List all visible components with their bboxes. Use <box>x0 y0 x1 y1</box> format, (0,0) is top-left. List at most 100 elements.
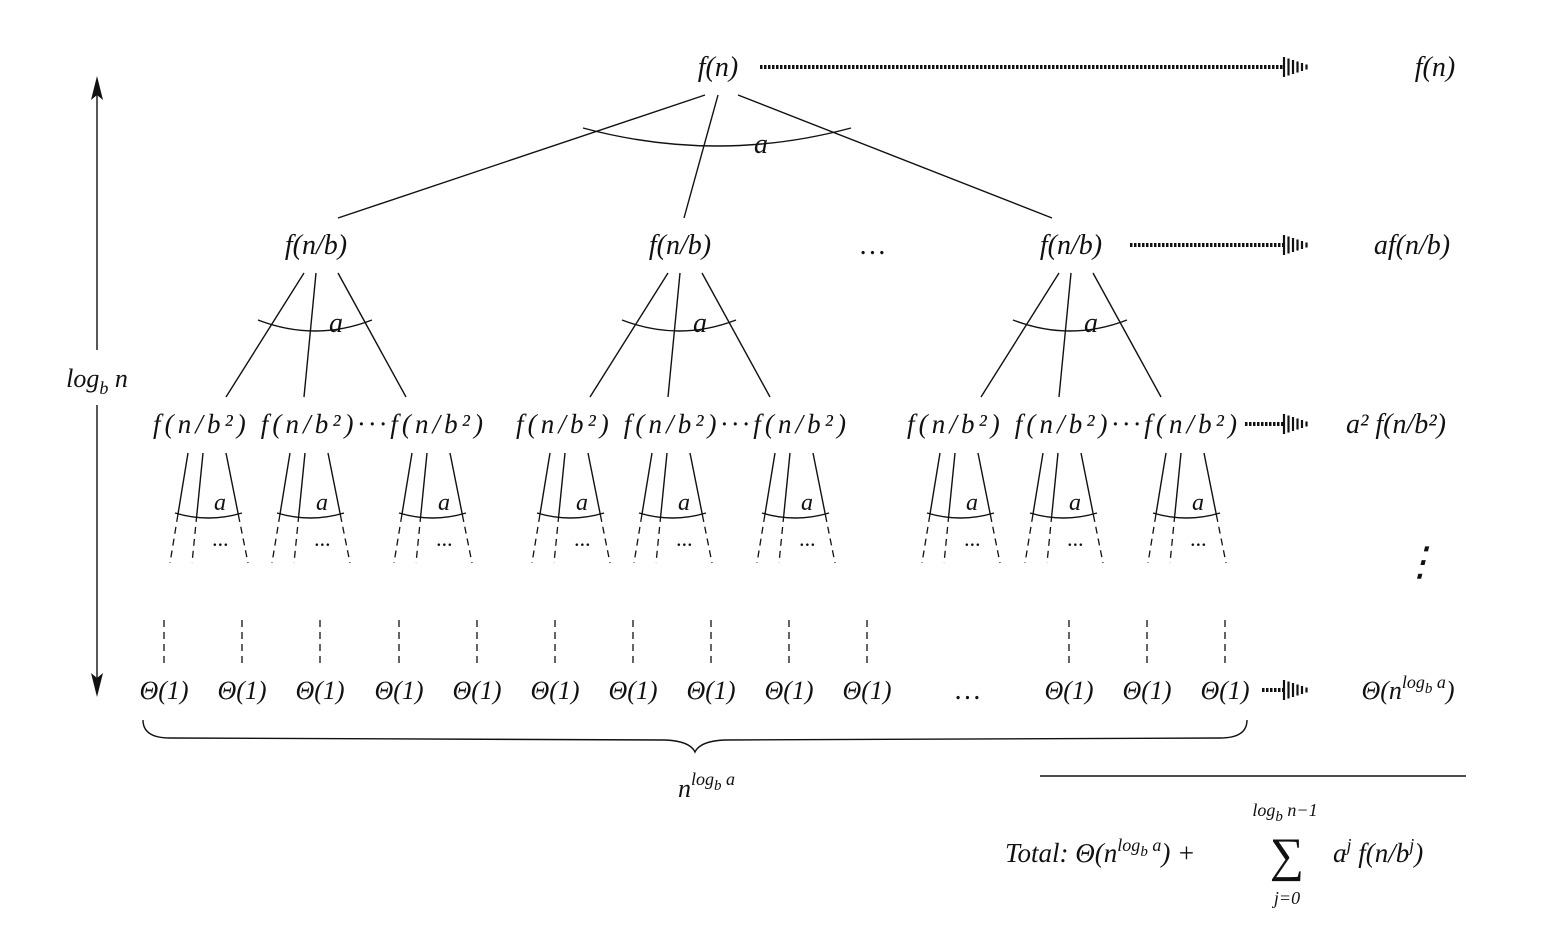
level2-node-group: f(n/b²) f(n/b²)···f(n/b²) <box>153 409 483 439</box>
branch-arc <box>1012 319 1128 332</box>
fan-ellipsis: ··· <box>574 532 591 557</box>
leaves-ellipsis: … <box>956 675 981 706</box>
term-exponent: j <box>1407 835 1414 855</box>
edge <box>1058 272 1072 398</box>
edge <box>929 452 941 516</box>
fan-ellipsis: ··· <box>1067 532 1084 557</box>
branch-arc <box>1029 512 1098 519</box>
branch-count-label: a <box>754 129 768 160</box>
sum-upper-limit: logb n−1 <box>1252 800 1317 825</box>
edge <box>420 452 428 516</box>
edge-dashed <box>293 514 300 564</box>
theta-post: ) <box>1444 676 1455 705</box>
edge <box>1203 452 1218 516</box>
edge-dashed <box>1147 514 1157 564</box>
edge <box>1080 452 1095 516</box>
fan-ellipsis: ··· <box>436 532 453 557</box>
edge-dashed <box>1169 514 1176 564</box>
edge-dashed <box>824 514 836 564</box>
branch-count-label: a <box>801 490 813 516</box>
edge <box>589 272 669 398</box>
leaf-count-label: nlogb a <box>678 769 735 803</box>
root-node: f(n) <box>698 52 738 83</box>
theta-post: ) <box>1159 838 1170 868</box>
edge <box>1174 452 1182 516</box>
row-sum-arrow-leaves <box>1262 680 1308 700</box>
row-sum-level1: af(n/b) <box>1374 230 1450 261</box>
fan-ellipsis: ··· <box>212 532 229 557</box>
branch-count-label: a <box>316 490 328 516</box>
edge <box>764 452 776 516</box>
edge <box>558 452 566 516</box>
exponent-log-base: b <box>714 778 722 794</box>
fan-ellipsis: ··· <box>1190 532 1207 557</box>
edge <box>783 452 791 516</box>
summation-sign: ∑ <box>1270 829 1304 882</box>
tree-height-label: logb n <box>66 364 128 398</box>
edge <box>196 452 204 516</box>
edge <box>225 272 305 398</box>
fan-ellipsis: ··· <box>964 532 981 557</box>
row-sum-arrow-level2 <box>1245 414 1308 434</box>
edge <box>689 452 704 516</box>
leaf-node: Θ(1) <box>452 676 501 705</box>
edge <box>401 452 413 516</box>
exponent-log: log <box>1117 835 1140 855</box>
branch-arc <box>398 512 467 519</box>
edge-dashed <box>415 514 422 564</box>
edge-dashed <box>169 514 179 564</box>
edge <box>1092 272 1162 398</box>
edge <box>225 452 240 516</box>
edge <box>641 452 653 516</box>
leaf-node: Θ(1) <box>217 676 266 705</box>
level1-node: f(n/b) <box>1040 230 1102 261</box>
level1-node: f(n/b) <box>649 230 711 261</box>
exponent-log: log <box>1402 672 1425 692</box>
edge <box>737 94 1053 219</box>
edge-dashed <box>599 514 611 564</box>
edge <box>539 452 551 516</box>
theta-pre: Θ(n <box>1075 838 1117 868</box>
edge <box>177 452 189 516</box>
branch-arc <box>926 512 995 519</box>
branch-count-label: a <box>1192 490 1204 516</box>
space <box>1170 838 1177 868</box>
edge <box>977 452 992 516</box>
branch-arc <box>761 512 830 519</box>
branch-arc <box>174 512 243 519</box>
exponent-arg: a <box>1432 672 1446 692</box>
upper-arg: n−1 <box>1283 800 1318 820</box>
exponent-arg: a <box>722 769 736 789</box>
edge-dashed <box>531 514 541 564</box>
branch-arc <box>257 319 373 332</box>
edge <box>980 272 1060 398</box>
branch-arc <box>638 512 707 519</box>
leaf-node: Θ(1) <box>1122 676 1171 705</box>
leaves-brace <box>142 719 1248 754</box>
coef-exponent: j <box>1345 835 1352 855</box>
term-body: f(n/b <box>1352 838 1410 868</box>
edge-dashed <box>778 514 785 564</box>
row-sum-arrow-root <box>760 57 1308 77</box>
upper-log-base: b <box>1275 809 1283 825</box>
height-arg: n <box>108 364 128 393</box>
branch-count-label: a <box>966 490 978 516</box>
branch-arc <box>582 127 852 147</box>
edge-dashed <box>1024 514 1034 564</box>
edge <box>660 452 668 516</box>
edge <box>667 272 681 398</box>
edge <box>948 452 956 516</box>
edge-dashed <box>633 514 643 564</box>
edge <box>1155 452 1167 516</box>
branch-count-label: a <box>693 308 707 339</box>
edge-dashed <box>943 514 950 564</box>
arrow-down-head <box>91 673 103 697</box>
arrow-up-head <box>91 76 103 100</box>
row-sum-leaves: Θ(nlogb a) <box>1361 672 1454 705</box>
level2-node-group: f(n/b²) f(n/b²)···f(n/b²) <box>516 409 846 439</box>
branch-arc <box>621 319 737 332</box>
branch-count-label: a <box>1069 490 1081 516</box>
leaf-node: Θ(1) <box>608 676 657 705</box>
edge-dashed <box>1215 514 1227 564</box>
